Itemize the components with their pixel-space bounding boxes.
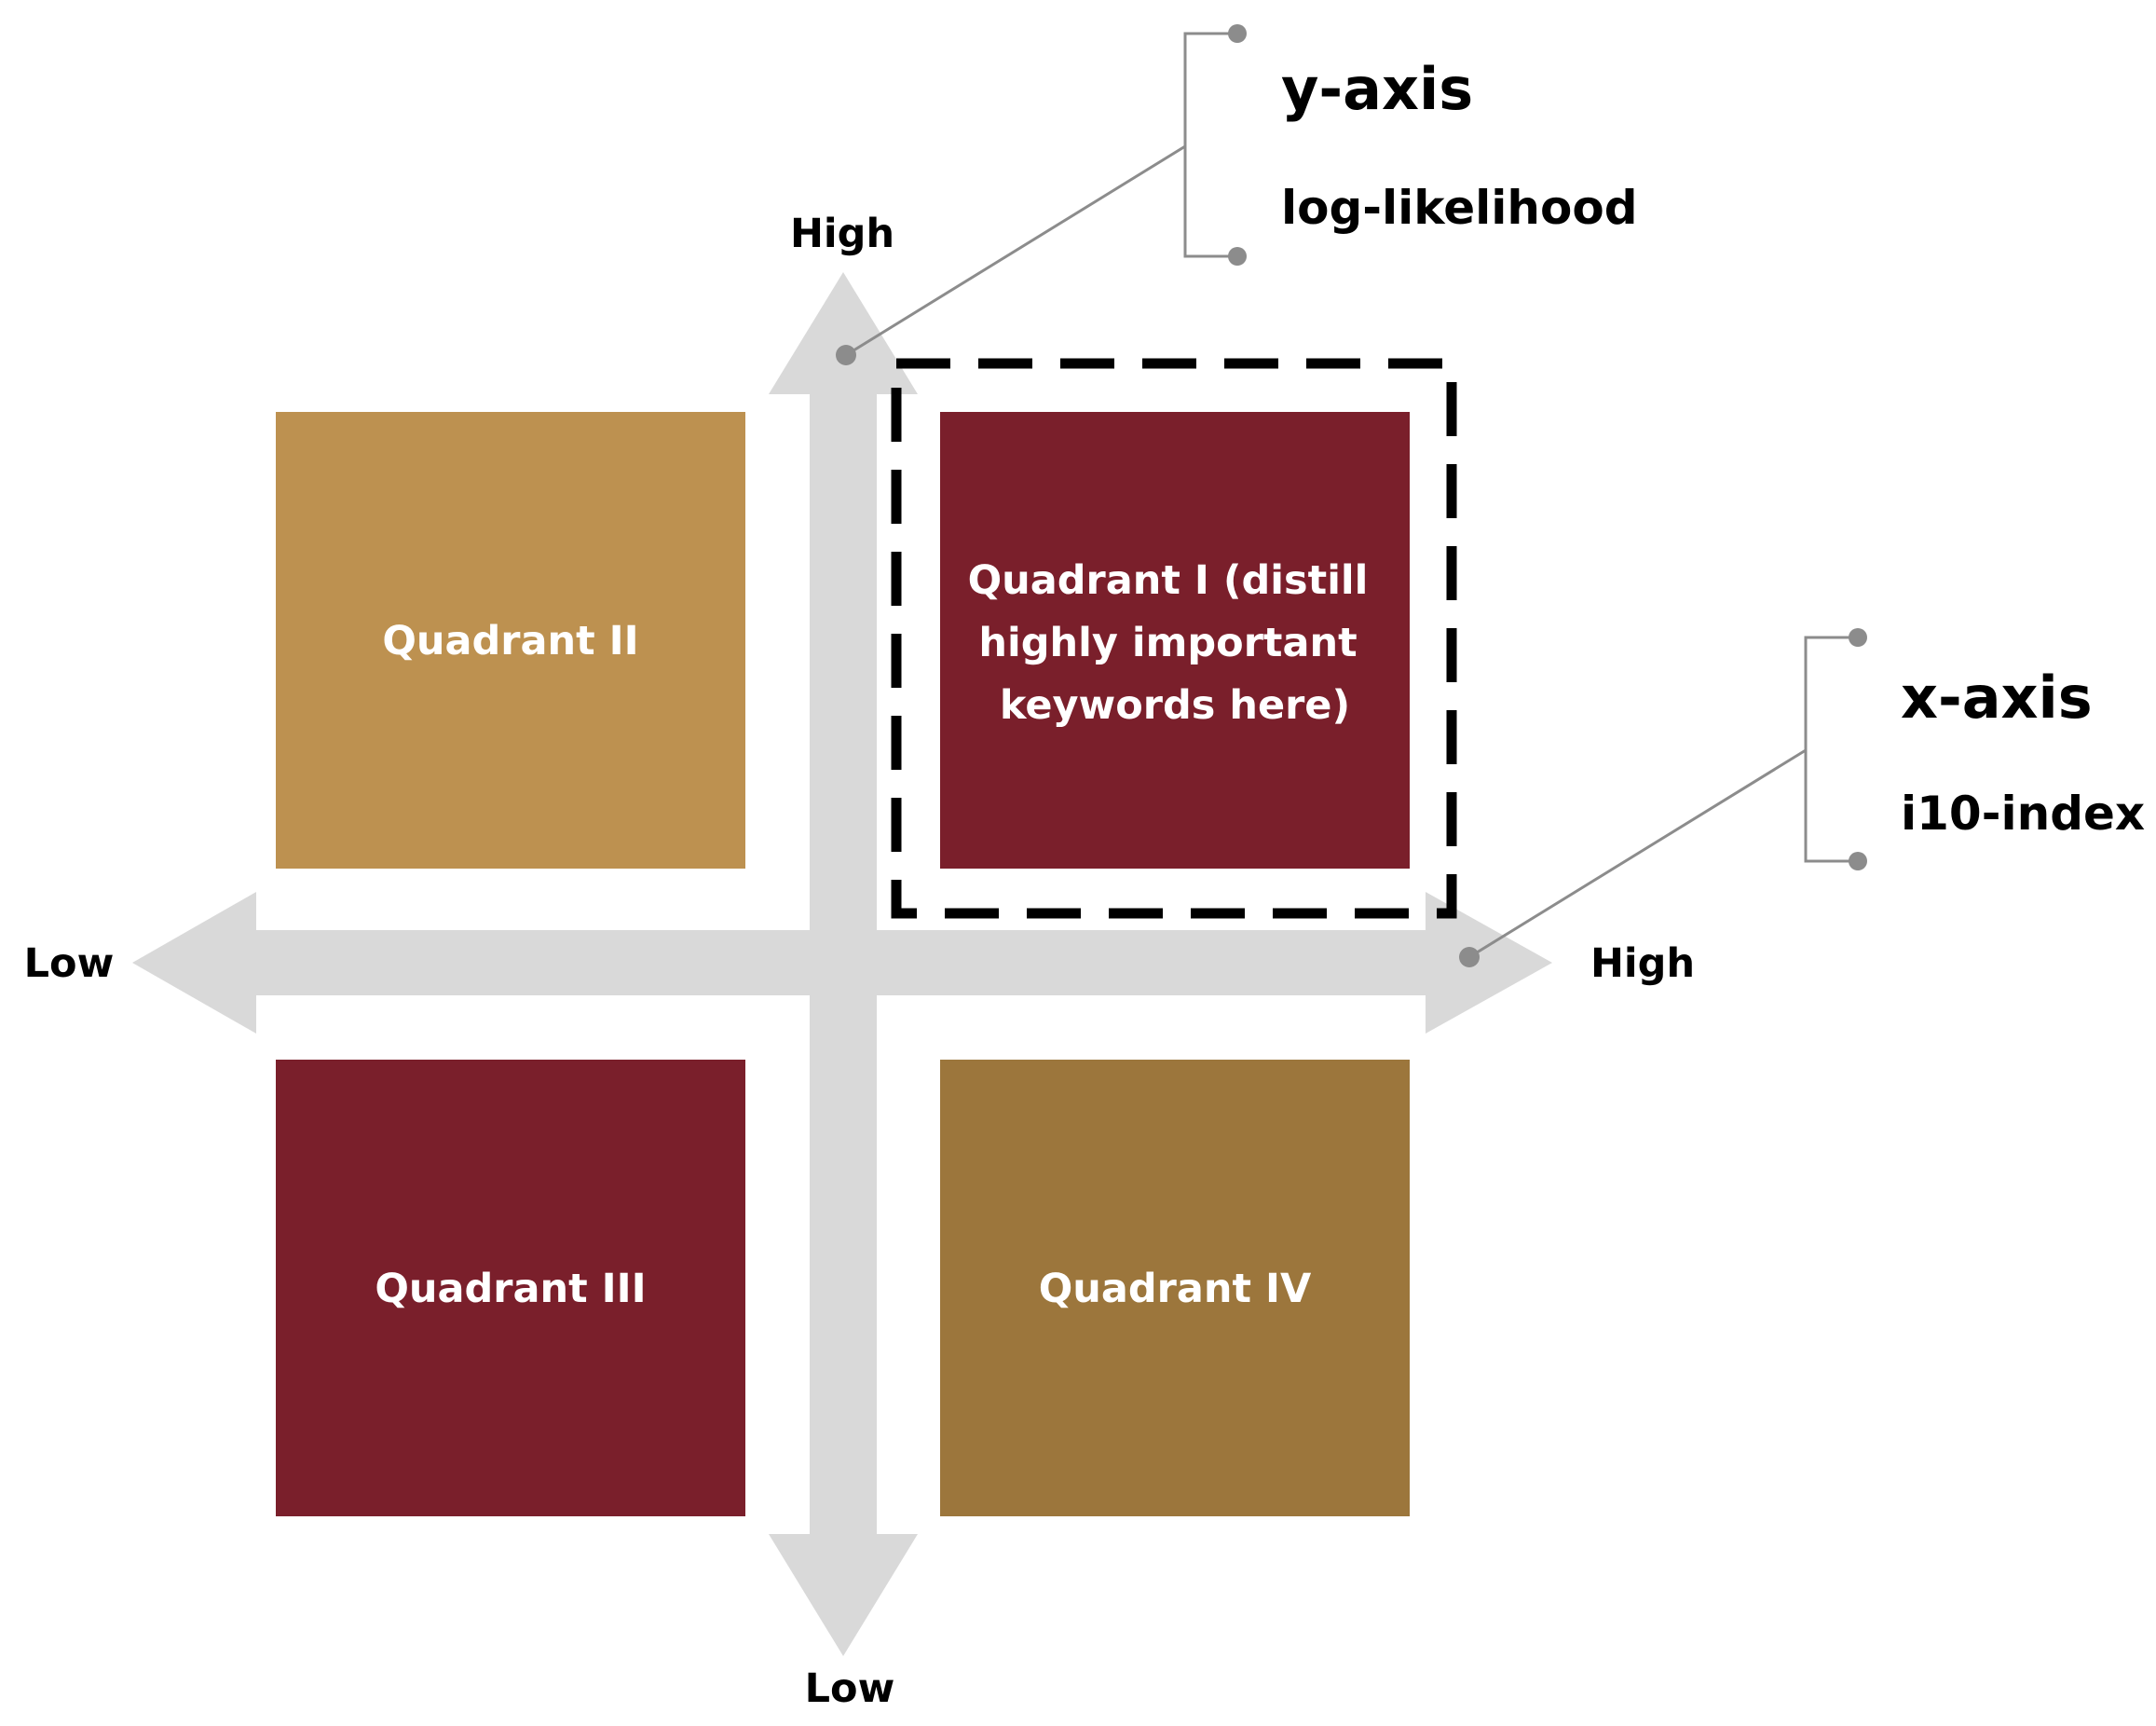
- quadrant-1-label-line-3: keywords here): [1000, 682, 1350, 729]
- x-axis-callout: x-axis i10-index: [1459, 628, 2145, 967]
- y-axis-callout-anchor-dot: [836, 345, 856, 365]
- x-axis-callout-anchor-dot: [1459, 947, 1480, 967]
- quadrant-1-label-line-2: highly important: [978, 620, 1357, 666]
- y-axis-callout-dot-bottom: [1228, 247, 1247, 266]
- quadrant-2-box: [276, 412, 745, 869]
- quadrant-3-label: Quadrant III: [375, 1266, 646, 1312]
- y-axis-high-label: High: [790, 211, 894, 257]
- quadrant-1-label-line-1: Quadrant I (distill: [968, 557, 1369, 604]
- quadrant-1-label: Quadrant I (distill highly important key…: [968, 557, 1383, 729]
- x-axis-low-label: Low: [24, 940, 115, 987]
- quadrant-1-highlight: [891, 358, 1457, 919]
- y-axis-callout-dot-top: [1228, 24, 1247, 43]
- x-axis-callout-metric: i10-index: [1901, 787, 2145, 841]
- y-axis-low-label: Low: [805, 1665, 895, 1712]
- quadrant-1-box: [940, 412, 1410, 869]
- y-axis-callout: y-axis log-likelihood: [836, 24, 1638, 365]
- quadrant-4-label: Quadrant IV: [1039, 1266, 1312, 1312]
- x-axis-high-label: High: [1590, 940, 1695, 987]
- y-axis-callout-bracket: [1183, 32, 1237, 258]
- quadrant-4-box: [940, 1060, 1410, 1516]
- y-axis-callout-title: y-axis: [1281, 55, 1473, 123]
- quadrant-2-label: Quadrant II: [382, 618, 638, 664]
- x-axis-callout-title: x-axis: [1901, 664, 2093, 732]
- x-axis-callout-bracket: [1804, 636, 1858, 863]
- x-axis-arrow: [132, 892, 1552, 1034]
- quadrant-3-box: [276, 1060, 745, 1516]
- x-axis-callout-leader: [1468, 748, 1807, 959]
- y-axis-callout-leader: [845, 144, 1186, 357]
- x-axis-callout-dot-bottom: [1849, 852, 1867, 870]
- x-axis-callout-dot-top: [1849, 628, 1867, 647]
- y-axis-callout-metric: log-likelihood: [1281, 181, 1638, 235]
